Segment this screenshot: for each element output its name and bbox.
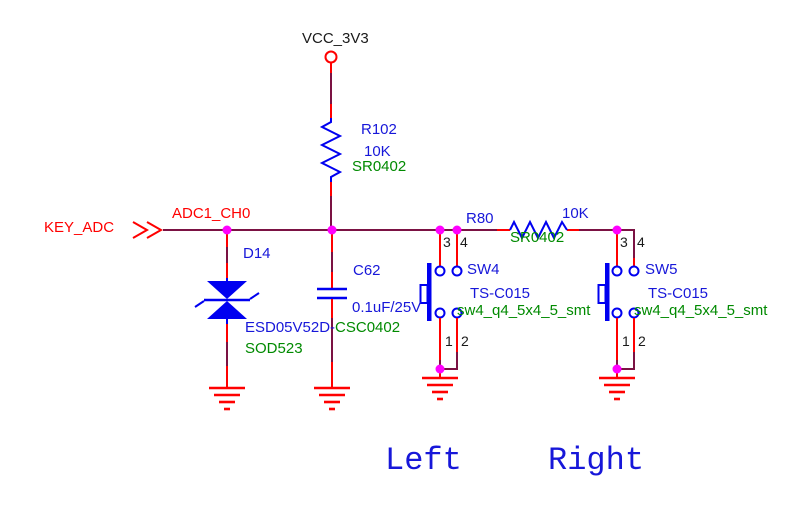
- junction-dot: [222, 225, 232, 235]
- vcc-net-label: VCC_3V3: [302, 30, 369, 47]
- sw5-pin4-number: 4: [637, 234, 645, 250]
- r80-value-label: 10K: [562, 205, 589, 222]
- sw5-footprint-label: sw4_q4_5x4_5_smt: [634, 302, 768, 319]
- ground-symbol-d14: [209, 386, 245, 411]
- tvs-diode-d14-symbol: [194, 278, 260, 324]
- net-label-adc1-ch0: ADC1_CH0: [172, 205, 251, 222]
- resistor-r102-symbol: [319, 118, 343, 182]
- d14-value-label: ESD05V52D-: [245, 319, 336, 336]
- power-flag-vcc: [324, 50, 338, 73]
- resistor-r80-symbol: [509, 219, 568, 241]
- d14-value-line: ESD05V52D-CSC0402: [245, 319, 401, 337]
- netport-key-adc-label: KEY_ADC: [44, 219, 115, 236]
- switch-sw4-symbol: [419, 232, 463, 377]
- capacitor-c62-symbol: [317, 287, 347, 300]
- sw4-pin2-number: 2: [461, 333, 469, 349]
- junction-dot: [612, 364, 622, 374]
- r80-refdes-label: R80: [466, 210, 494, 227]
- c62-footprint-label: CSC0402: [335, 319, 401, 336]
- sw5-refdes-label: SW5: [645, 261, 678, 278]
- ground-symbol-c62: [314, 386, 350, 411]
- sw4-pin3-number: 3: [443, 234, 451, 250]
- sw4-pin4-number: 4: [460, 234, 468, 250]
- sw5-pin3-number: 3: [620, 234, 628, 250]
- sw5-pin2-number: 2: [638, 333, 646, 349]
- junction-dots: [222, 225, 622, 374]
- junction-dot: [435, 364, 445, 374]
- d14-package-label: SOD523: [245, 340, 303, 357]
- r102-footprint-label: SR0402: [352, 158, 407, 175]
- switch-sw5-symbol: [597, 232, 640, 377]
- netport-key-adc-chevron: [132, 221, 164, 239]
- junction-dot: [435, 225, 445, 235]
- sw4-value-label: TS-C015: [470, 285, 531, 302]
- sw4-footprint-label: sw4_q4_5x4_5_smt: [457, 302, 591, 319]
- junction-dot: [327, 225, 337, 235]
- ground-symbol-sw4: [422, 376, 458, 401]
- r80-footprint-label: SR0402: [510, 229, 565, 246]
- ground-symbol-sw5: [599, 376, 635, 401]
- r102-refdes-label: R102: [361, 121, 397, 138]
- junction-dot: [612, 225, 622, 235]
- sw5-value-label: TS-C015: [648, 285, 709, 302]
- caption-left: Left: [385, 442, 462, 479]
- c62-refdes-label: C62: [353, 262, 381, 279]
- caption-right: Right: [548, 442, 645, 479]
- junction-dot: [452, 225, 462, 235]
- sw5-pin1-number: 1: [622, 333, 630, 349]
- d14-refdes-label: D14: [243, 245, 271, 262]
- c62-value-label: 0.1uF/25V: [352, 299, 422, 316]
- sw4-pin1-number: 1: [445, 333, 453, 349]
- sw4-refdes-label: SW4: [467, 261, 500, 278]
- r102-value-label: 10K: [364, 143, 391, 160]
